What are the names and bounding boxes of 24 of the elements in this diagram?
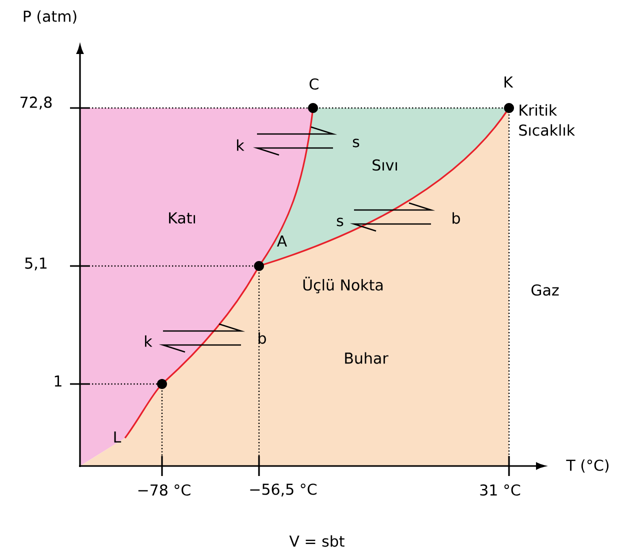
region-label: Katı <box>169 212 196 224</box>
point-label: L <box>114 432 122 442</box>
axis-title: T (°C) <box>566 459 608 473</box>
tick-label: 31 °C <box>480 484 520 496</box>
tick-label: −78 °C <box>138 484 190 496</box>
condition-label: V = sbt <box>289 535 344 547</box>
axis-title: P (atm) <box>24 10 76 24</box>
tick-label: −56,5 °C <box>250 484 317 496</box>
phase-letter: s <box>336 218 344 226</box>
point-label: A <box>276 236 287 246</box>
tick-label: 72,8 <box>20 96 52 110</box>
point-label: C <box>310 78 318 90</box>
phase-letter: k <box>237 139 244 151</box>
annotation: Kritik Sıcaklık <box>519 104 576 136</box>
region-label: Sıvı <box>372 159 397 171</box>
region-label: Buhar <box>345 352 388 364</box>
point-label: K <box>504 76 514 88</box>
phase-letter: k <box>145 335 152 347</box>
annotation: Üçlü Nokta <box>303 276 383 294</box>
tick-label: 1 <box>54 376 62 386</box>
region-label: Gaz <box>532 284 559 296</box>
phase-letter: b <box>452 212 460 224</box>
phase-letter: s <box>352 138 360 148</box>
tick-label: 5,1 <box>25 258 47 270</box>
